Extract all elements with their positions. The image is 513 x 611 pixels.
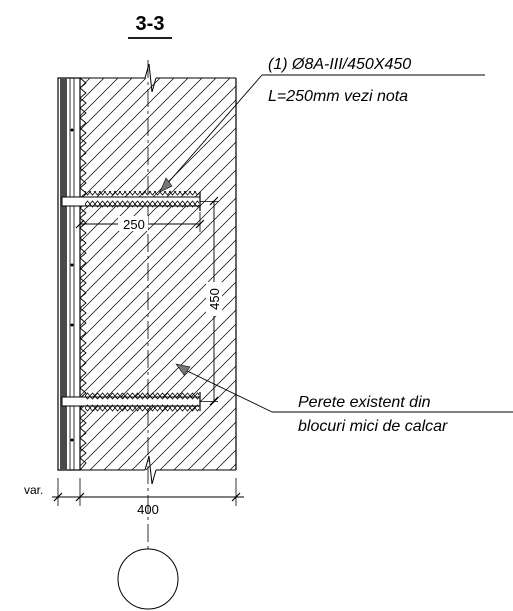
existing-wall: [79, 63, 237, 485]
axis-bubble: [117, 548, 179, 610]
dimension-450-label: 450: [207, 288, 222, 310]
anchor-bar-top: [61, 191, 218, 212]
wall-label-leader: [175, 363, 513, 413]
wall-label-line1: Perete existent din: [298, 394, 431, 411]
dimension-anchor-length: [75, 212, 205, 232]
anchor-length-note: L=250mm vezi nota: [268, 88, 408, 105]
dimension-anchor-spacing: [206, 196, 222, 406]
dimension-250-label: 250: [123, 217, 145, 232]
concrete-jacket: [57, 77, 81, 471]
section-title: 3-3: [136, 13, 165, 35]
dimension-var-label: var.: [24, 483, 43, 497]
dimension-bottom: [52, 478, 244, 506]
anchor-spec-text: (1) Ø8A-III/450X450: [268, 56, 411, 73]
wall-label-line2: blocuri mici de calcar: [298, 418, 448, 435]
anchor-spec-leader: [159, 74, 485, 193]
anchor-bar-bottom: [61, 391, 218, 412]
dimension-400-label: 400: [137, 502, 159, 517]
